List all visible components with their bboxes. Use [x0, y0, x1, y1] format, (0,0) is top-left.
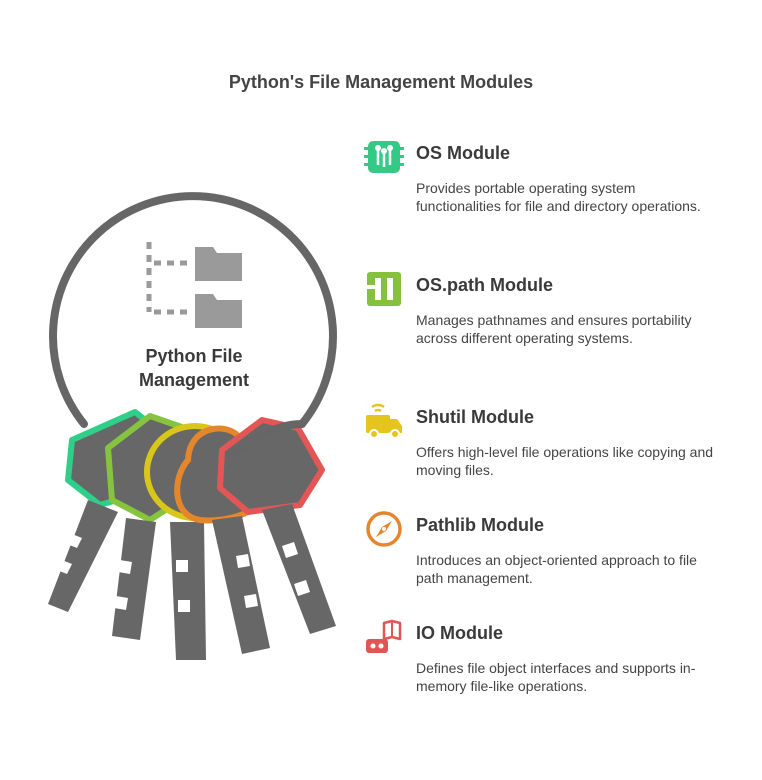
hub-label-line2: Management [138, 370, 250, 390]
module-name: OS.path Module [416, 275, 553, 295]
delivery-truck-icon [366, 403, 402, 439]
module-description: Introduces an object-oriented approach t… [416, 552, 697, 586]
module-name: Shutil Module [416, 407, 534, 427]
io-device-icon [366, 619, 402, 653]
module-description: Defines file object interfaces and suppo… [416, 660, 696, 694]
chip-icon [364, 141, 404, 173]
folder-tree-icon [146, 242, 242, 328]
module-name: OS Module [416, 143, 510, 163]
page-title: Python's File Management Modules [228, 72, 534, 92]
layout-grid-icon [367, 272, 401, 306]
hub-label-line1: Python File [145, 346, 243, 366]
hub-label: Python File Management [104, 344, 284, 392]
module-description: Provides portable operating system funct… [416, 180, 701, 214]
module-description: Manages pathnames and ensures portabilit… [416, 312, 692, 346]
compass-icon [366, 511, 402, 547]
key-ring [49, 192, 337, 428]
module-name: IO Module [416, 623, 503, 643]
module-description: Offers high-level file operations like c… [416, 444, 714, 478]
module-name: Pathlib Module [416, 515, 544, 535]
